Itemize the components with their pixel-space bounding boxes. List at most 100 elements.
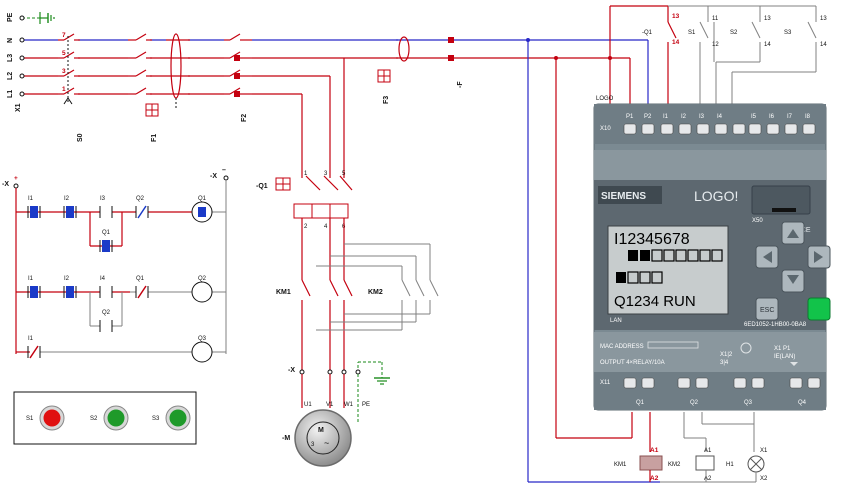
earth-icon [740, 342, 752, 354]
switch-group-2 [128, 33, 152, 100]
rung2-i2 [63, 286, 77, 298]
rung3-label-i1: I1 [28, 336, 34, 342]
input-i3: I3 [699, 114, 705, 120]
input-i2: I2 [681, 114, 687, 120]
q1-term-5: 5 [342, 171, 346, 177]
label-n: N [7, 38, 14, 43]
label-l2: L2 [7, 72, 14, 80]
q1-term-1: 1 [304, 171, 308, 177]
order-number: 6ED1052-1HB00-0BA8 [744, 322, 807, 328]
output-q1: Q1 [636, 400, 645, 406]
output-loads: KM1 A1 A2 KM2 A1 A2 H1 X1 X2 [614, 447, 768, 483]
keypad: ESC [755, 221, 831, 321]
key-esc[interactable] [755, 297, 779, 321]
s0-term-top-3: 3 [62, 68, 66, 75]
esc-label: ESC [760, 307, 774, 314]
q1-contact-13: 13 [672, 13, 680, 20]
ladder-diagram: -X + -X – I1 I2 I3 Q2 Q1 Q1 [2, 167, 229, 363]
label-l3: L3 [7, 54, 14, 62]
x12-label: X1|2 [720, 352, 733, 358]
rung1-i3 [99, 206, 113, 218]
mac-label: MAC ADDRESS [600, 344, 644, 350]
h1-label: H1 [726, 462, 734, 468]
motor-term-w1: W1 [344, 402, 354, 408]
km1-label: KM1 [276, 289, 291, 296]
output-q3: Q3 [744, 400, 753, 406]
q1-term-4: 4 [324, 224, 328, 230]
q1-term-3: 3 [324, 171, 328, 177]
lan-label: LAN [610, 318, 622, 324]
input-p2: P2 [644, 114, 652, 120]
rung1-i2 [63, 206, 77, 218]
x11-label: X11 [600, 380, 611, 386]
ladder-minus-x: -X [210, 173, 217, 180]
arrow-left-icon [763, 251, 772, 263]
rung1-q1-coil [191, 201, 213, 223]
rung2-label-i1: I1 [28, 276, 34, 282]
rung3-label-q3: Q3 [198, 336, 207, 342]
motor-tag: -M [282, 435, 290, 442]
pushbutton-s1[interactable] [39, 405, 65, 431]
port-arrow-icon [790, 362, 798, 366]
lcd-line-1: I12345678 [614, 231, 690, 248]
x50-label: X50 [752, 218, 763, 224]
logo-module: LOGO X10 P1 P2 I1 I2 I3 I4 I5 I6 I7 I8 [593, 96, 831, 411]
port-label: X1 P1 [774, 346, 791, 352]
input-i5: I5 [751, 114, 757, 120]
pushbutton-s2[interactable] [103, 405, 129, 431]
power-drops [301, 58, 345, 178]
s3-term-14: 14 [820, 42, 827, 48]
lcd-line-4: Q1234 RUN [614, 293, 696, 310]
rung1-label-q2: Q2 [136, 196, 145, 202]
motor-term-u1: U1 [304, 402, 312, 408]
rung2-label-i4: I4 [100, 276, 106, 282]
s1-term-11: 11 [712, 16, 719, 22]
motor-phase: 3 [311, 442, 315, 448]
pushbutton-panel: S1 S2 S3 [13, 391, 197, 445]
label-pe: PE [7, 12, 14, 22]
fuse-f3: F3 [368, 34, 410, 104]
supply-lines: PE N L3 L2 L1 X1 [7, 12, 610, 112]
pushbutton-s3-cap[interactable] [169, 409, 187, 427]
label-x1: X1 [15, 103, 22, 112]
product-logo: LOGO! [694, 188, 738, 204]
q1-contact-label: -Q1 [642, 30, 653, 36]
rung2-q2-coil [191, 281, 213, 303]
rung2-q1 [135, 285, 149, 299]
motor-terminals: -X U1 V1 W1 PE [288, 361, 390, 422]
x12b-label: 3|4 [720, 360, 729, 366]
s1-term-12: 12 [712, 42, 719, 48]
output-rating: OUTPUT 4×RELAY/10A [600, 360, 665, 366]
logo-tag: LOGO [596, 96, 614, 102]
pushbutton-s3[interactable] [165, 405, 191, 431]
f2-label: F2 [241, 114, 248, 122]
pushbutton-s2-cap[interactable] [107, 409, 125, 427]
km2-coil-label: KM2 [668, 462, 681, 468]
pushbutton-s1-label: S1 [26, 416, 34, 422]
motor-m: M 3 ~ -M [282, 409, 352, 467]
rung1-branch-q1 [99, 240, 113, 252]
km1-a1: A1 [650, 447, 659, 454]
pushbutton-s1-cap[interactable] [43, 409, 61, 427]
s0-term-top-2: 5 [62, 50, 66, 57]
motor-term-pe: PE [362, 402, 370, 408]
s3-label: S3 [784, 30, 792, 36]
s2-label: S2 [730, 30, 738, 36]
key-ok[interactable] [807, 297, 831, 321]
ladder-minus-sign: – [222, 167, 226, 174]
rung1-label-q1: Q1 [198, 196, 207, 202]
arrow-down-icon [787, 275, 799, 284]
fuse-f2: F2 [224, 33, 252, 122]
input-terminals: P1 P2 I1 I2 I3 I4 I5 I6 I7 I8 [623, 114, 816, 135]
motor-term-v1: V1 [326, 402, 334, 408]
lcd-input-blocks [628, 249, 723, 262]
contactor-q1: -Q1 1 3 5 2 4 6 [256, 171, 353, 230]
rung2-i1 [27, 286, 41, 298]
ground-symbol-top [39, 12, 55, 24]
rung1-label-i1: I1 [28, 196, 34, 202]
rung3-q3-coil [191, 341, 213, 363]
rung2-label-i2: I2 [64, 276, 70, 282]
s2-term-14: 14 [764, 42, 771, 48]
input-i6: I6 [769, 114, 775, 120]
